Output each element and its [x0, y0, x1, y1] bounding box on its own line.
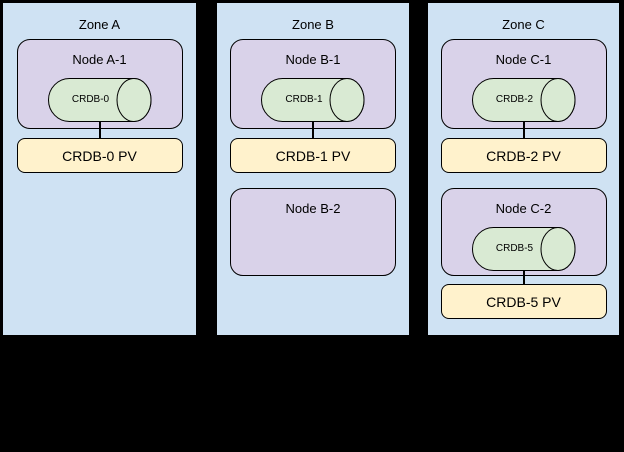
crdb-2-database-cylinder-icon: CRDB-2 — [471, 78, 576, 122]
cylinder-shape — [261, 78, 365, 122]
node-c-1: Node C-1 CRDB-2 — [440, 39, 607, 129]
node-c-1-title: Node C-1 — [495, 52, 552, 67]
node-c-2: Node C-2 CRDB-5 — [440, 188, 607, 276]
node-b-2: Node B-2 — [230, 188, 396, 276]
cylinder-shape — [47, 78, 151, 122]
node-b-1: Node B-1 CRDB-1 — [230, 39, 396, 129]
zone-c: Zone C Node C-1 CRDB-2 CRDB-2 PV Node C-… — [427, 2, 620, 336]
node-b-2-title: Node B-2 — [285, 201, 341, 216]
crdb-1-pv-box: CRDB-1 PV — [230, 138, 396, 173]
zone-c-title: Zone C — [502, 17, 545, 32]
crdb-5-pv-box: CRDB-5 PV — [440, 284, 607, 319]
zone-a: Zone A Node A-1 CRDB-0 CRDB-0 PV — [2, 2, 197, 336]
crdb-1-pv-label: CRDB-1 PV — [275, 147, 351, 164]
crdb-2-pv-box: CRDB-2 PV — [440, 138, 607, 173]
node-b-1-title: Node B-1 — [285, 52, 341, 67]
crdb-0-label: CRDB-0 — [71, 94, 110, 105]
crdb-5-label: CRDB-5 — [495, 243, 534, 254]
cylinder-shape — [471, 227, 575, 271]
crdb-2-pv-label: CRDB-2 PV — [486, 147, 561, 164]
node-c-2-title: Node C-2 — [495, 201, 552, 216]
crdb-0-pv-box: CRDB-0 PV — [16, 138, 183, 173]
connector-line — [522, 270, 525, 284]
crdb-1-database-cylinder-icon: CRDB-1 — [261, 78, 365, 122]
crdb-2-label: CRDB-2 — [495, 94, 534, 105]
crdb-1-label: CRDB-1 — [285, 94, 323, 105]
node-a-1-title: Node A-1 — [72, 52, 127, 67]
crdb-0-pv-label: CRDB-0 PV — [62, 147, 137, 164]
connector-line — [312, 121, 314, 138]
connector-line — [98, 121, 101, 138]
zone-b: Zone B Node B-1 CRDB-1 CRDB-1 PV Node B-… — [216, 2, 410, 336]
crdb-5-pv-label: CRDB-5 PV — [486, 293, 561, 310]
crdb-0-database-cylinder-icon: CRDB-0 — [47, 78, 152, 122]
connector-line — [522, 121, 525, 138]
zone-b-title: Zone B — [292, 17, 334, 32]
zone-a-title: Zone A — [78, 17, 121, 32]
crdb-5-database-cylinder-icon: CRDB-5 — [471, 227, 576, 271]
node-a-1: Node A-1 CRDB-0 — [16, 39, 183, 129]
cylinder-shape — [471, 78, 575, 122]
